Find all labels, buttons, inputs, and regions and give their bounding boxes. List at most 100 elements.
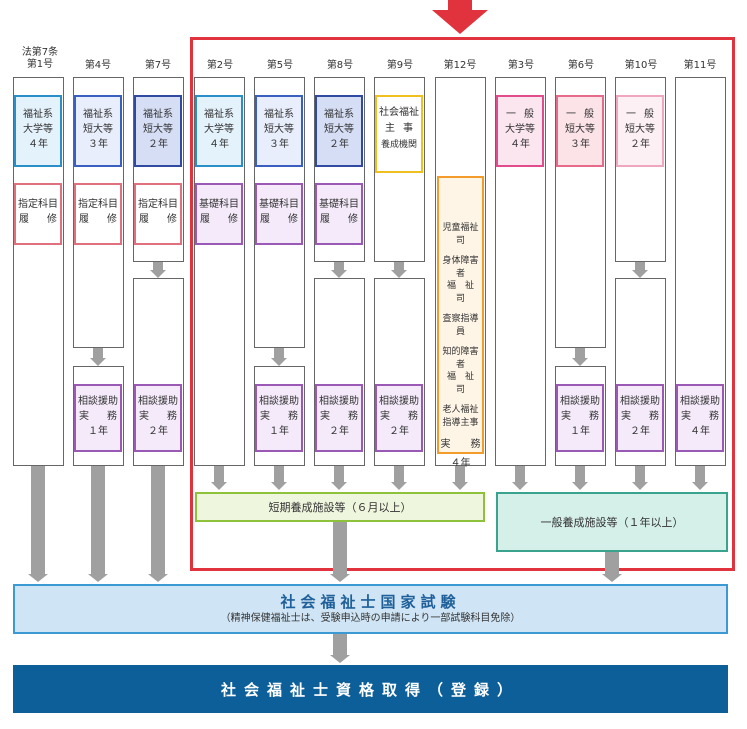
practice-years: ２年 [148,426,168,437]
practice-text-pair: 実務 [136,409,180,424]
practice-text: 実 [681,411,691,422]
school-text: 般 [644,109,654,120]
school-text: 福祉系 [204,109,234,120]
column-head-text: 法第7条 [21,47,59,58]
column-head-text: 第7号 [144,60,172,71]
practice-text: 相談援助 [560,396,600,407]
subject-text: 修 [167,214,177,225]
school-text: ４年 [510,139,530,150]
school-text: ４年 [28,139,48,150]
school-box-c9: 社会福祉 主 事 養成機関 [375,95,423,173]
practice-text: 相談援助 [259,396,299,407]
school-text: 一 [506,109,516,120]
practice-text: 相談援助 [379,396,419,407]
column-head-c2: 第2号 [196,60,244,72]
subject-text: 履 [320,214,330,225]
subject-text: 基礎科目 [319,199,359,210]
practice-text-pair: 実務 [678,409,722,424]
practice-years: ２年 [630,426,650,437]
practice-text: 相談援助 [680,396,720,407]
column-head-c8: 第8号 [316,60,364,72]
school-text: 一 [566,109,576,120]
short-training-box: 短期養成施設等（６月以上） [195,492,485,522]
practice-text: 実 [260,411,270,422]
school-text: 福祉系 [143,109,173,120]
official-text: 知的障害者 [442,347,479,370]
column-head-text: 第2号 [206,60,234,71]
practice-text: 実 [380,411,390,422]
registration-box: 社会福祉士資格取得（登録） [13,665,728,713]
practice-box-c4: 相談援助 実務 １年 [74,384,122,452]
school-text: ３年 [88,139,108,150]
school-text: ３年 [269,139,289,150]
school-text: 事 [403,123,413,134]
column-head-c5: 第5号 [256,60,304,72]
practice-text: 務 [288,411,298,422]
practice-text-pair: 実務 [257,409,301,424]
school-text: 短大等 [143,124,173,135]
practice-text: 務 [348,411,358,422]
practice-box-c5: 相談援助 実務 １年 [255,384,303,452]
practice-box-c8: 相談援助 実務 ２年 [315,384,363,452]
practice-text: 実 [320,411,330,422]
column-head-text: 第5号 [266,60,294,71]
practice-text: 実 [561,411,571,422]
subject-text-pair: 履修 [197,212,241,227]
school-text: 社会福祉 [379,107,419,118]
school-text-pair: 一 般 [558,107,602,122]
national-exam-box: 社会福祉士国家試験 （精神保健福祉士は、受験申込時の申請により一部試験科目免除） [13,584,728,634]
practice-text: 務 [709,411,719,422]
practice-years: １年 [570,426,590,437]
school-text: ２年 [148,139,168,150]
column-head-c1: 法第7条 第1号 [16,47,64,71]
to-exam-arrow [28,466,48,582]
basic-subject-box-c8: 基礎科目 履修 [315,183,363,245]
subject-text: 修 [47,214,57,225]
school-text: 一 [626,109,636,120]
practice-text: 務 [107,411,117,422]
school-text-pair: 一 般 [498,107,542,122]
subject-text: 基礎科目 [259,199,299,210]
practice-box-c11: 相談援助 実務 ４年 [676,384,724,452]
column-head-c7: 第7号 [134,60,182,72]
practice-text: 実 [621,411,631,422]
official-text: 査察指導員 [442,314,479,337]
practice-years: ２年 [389,426,409,437]
registration-label: 社会福祉士資格取得（登録） [220,680,520,699]
school-text: 般 [584,109,594,120]
school-text: ３年 [570,139,590,150]
school-text: 大学等 [505,124,535,135]
practice-text-pair: 実務 [317,409,361,424]
school-box-c6: 一 般 短大等 ３年 [556,95,604,167]
column-head-c12: 第12号 [436,60,484,72]
subject-text: 指定科目 [138,199,178,210]
column-head-text: 第9号 [386,60,414,71]
subject-text: 履 [19,214,29,225]
official-text: 身体障害者 [442,256,479,279]
practice-text: 実 [139,411,149,422]
subject-text: 履 [260,214,270,225]
practice-text: 実 [79,411,89,422]
school-text-pair: 主 事 [377,121,421,137]
designated-subject-box-c1: 指定科目 履修 [14,183,62,245]
segment-arrow [150,262,166,278]
to-exam-arrow [88,466,108,582]
school-text: 短大等 [625,124,655,135]
short-training-label: 短期養成施設等（６月以上） [268,501,412,514]
school-text: 主 [385,123,395,134]
column-head-text: 第10号 [624,60,658,71]
school-box-c10: 一 般 短大等 ２年 [616,95,664,167]
exam-note: （精神保健福祉士は、受験申込時の申請により一部試験科目免除） [220,613,521,624]
school-text: 短大等 [264,124,294,135]
practice-text: 務 [167,411,177,422]
column-head-text: 第3号 [507,60,535,71]
subject-text: 修 [288,214,298,225]
school-box-c2: 福祉系 大学等 ４年 [195,95,243,167]
practice-box-c7: 相談援助 実務 ２年 [134,384,182,452]
subject-text: 履 [139,214,149,225]
practice-text: 務 [649,411,659,422]
practice-text: 相談援助 [319,396,359,407]
school-text: 短大等 [83,124,113,135]
subject-text-pair: 履修 [16,212,60,227]
subject-text: 指定科目 [78,199,118,210]
